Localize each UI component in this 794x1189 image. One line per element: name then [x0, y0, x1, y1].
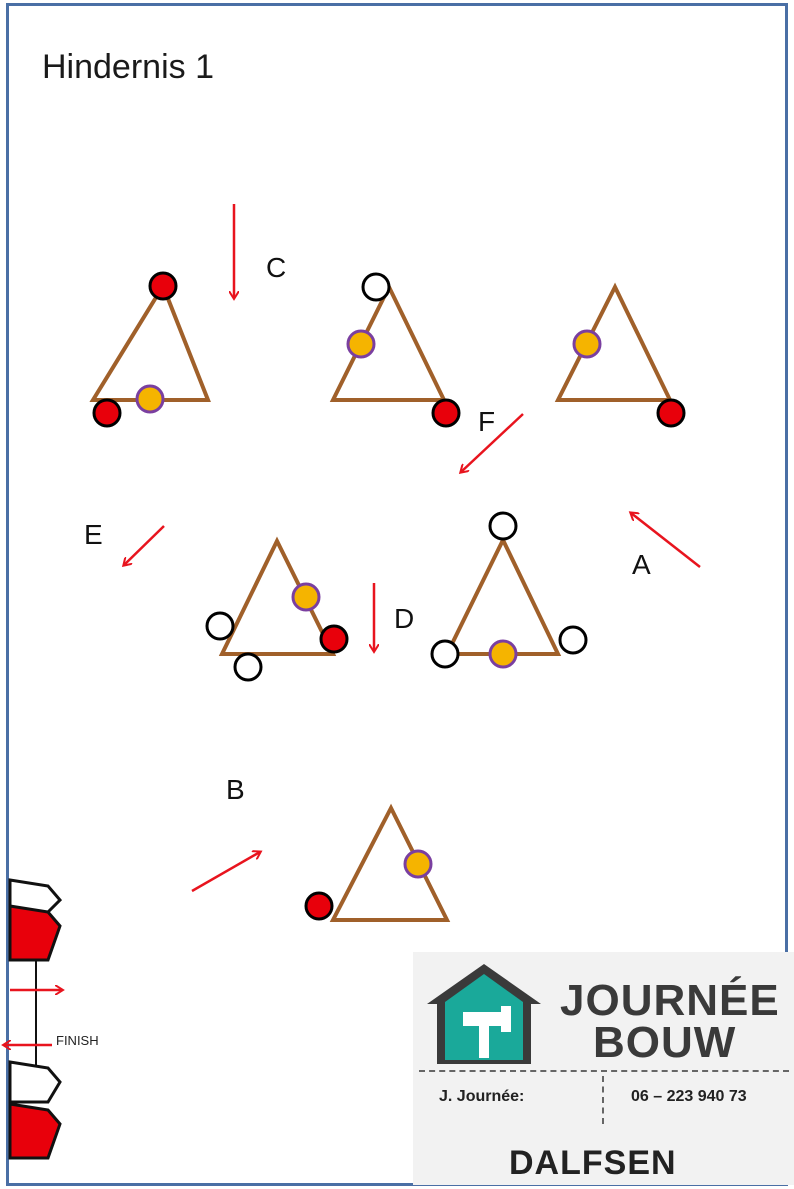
red-ball — [304, 891, 334, 921]
arrow-e — [124, 525, 165, 565]
white-ball — [430, 639, 460, 669]
red-ball — [319, 624, 349, 654]
red-ball — [148, 271, 178, 301]
red-ball — [431, 398, 461, 428]
sponsor-name-line2: BOUW — [593, 1018, 737, 1067]
finish-gate — [4, 878, 62, 1160]
obstacle-triangle-1 — [89, 271, 211, 428]
finish-label: FINISH — [56, 1033, 99, 1048]
sponsor-phone: 06 – 223 940 73 — [631, 1088, 747, 1105]
route-label-b: B — [226, 774, 245, 805]
yellow-ball — [403, 849, 433, 879]
arrow-a — [631, 513, 701, 568]
arrow-f — [461, 413, 524, 472]
white-ball — [233, 652, 263, 682]
obstacle-triangle-6 — [304, 803, 451, 922]
obstacle-triangle-2 — [329, 272, 461, 428]
obstacle-triangle-3 — [554, 282, 686, 428]
divider — [602, 1076, 604, 1124]
yellow-ball — [291, 582, 321, 612]
page-title: Hindernis 1 — [42, 48, 214, 86]
red-ball — [92, 398, 122, 428]
obstacle-triangle-4 — [205, 536, 349, 682]
white-ball — [361, 272, 391, 302]
sponsor-name-line1: JOURNÉE — [560, 976, 780, 1025]
route-label-a: A — [632, 549, 651, 580]
route-label-c: C — [266, 252, 287, 283]
house-hammer-icon — [427, 964, 541, 1064]
arrow-b — [191, 852, 260, 893]
route-label-f: F — [478, 406, 496, 437]
white-ball — [558, 625, 588, 655]
red-ball — [656, 398, 686, 428]
sponsor-contact-name: J. Journée: — [439, 1088, 525, 1105]
route-label-e: E — [84, 519, 103, 550]
white-ball — [205, 611, 235, 641]
sponsor-city: DALFSEN — [509, 1144, 677, 1182]
white-ball — [488, 511, 518, 541]
route-label-d: D — [394, 603, 415, 634]
yellow-ball — [572, 329, 602, 359]
divider — [419, 1070, 789, 1072]
yellow-ball — [488, 639, 518, 669]
yellow-ball — [346, 329, 376, 359]
sponsor-ad: JOURNÉE BOUW J. Journée: 06 – 223 940 73… — [413, 952, 794, 1185]
obstacle-triangle-5 — [430, 511, 588, 669]
yellow-ball — [135, 384, 165, 414]
page-frame — [6, 3, 788, 1186]
